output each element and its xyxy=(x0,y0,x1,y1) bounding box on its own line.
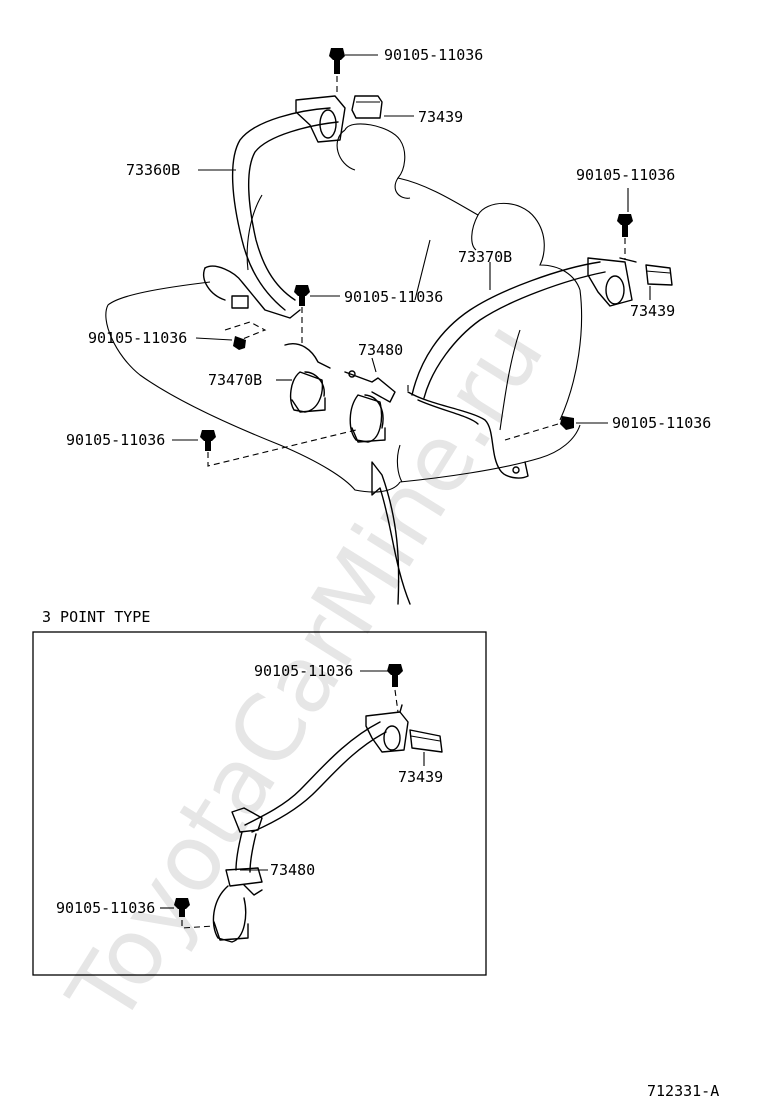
inset-pad-73439 xyxy=(409,729,443,753)
buckle-73480 xyxy=(344,370,396,443)
inset-retractor xyxy=(365,704,409,753)
bolt-icon xyxy=(294,285,310,306)
label-bolt-left-low: 90105-11036 xyxy=(66,431,165,449)
label-pad-top: 73439 xyxy=(418,108,463,126)
buckle-73470B xyxy=(284,343,331,413)
label-bolt-center: 90105-11036 xyxy=(344,288,443,306)
inset-dashed-guides xyxy=(181,689,399,929)
bolt-icon xyxy=(617,214,633,237)
belt-73370B xyxy=(407,257,637,479)
diagram-id: 712331-A xyxy=(647,1082,719,1100)
pad-73439-right xyxy=(645,264,673,286)
bolt-icon xyxy=(560,416,574,430)
label-inset-bolt-low: 90105-11036 xyxy=(56,899,155,917)
inset-frame xyxy=(32,631,487,976)
pointer-arrow xyxy=(371,461,411,605)
leader-lines xyxy=(172,54,651,441)
bolt-icon xyxy=(233,336,246,350)
bolt-icon xyxy=(329,48,345,74)
label-inset-bolt-top: 90105-11036 xyxy=(254,662,353,680)
label-inset-buckle: 73480 xyxy=(270,861,315,879)
rear-seat-outline xyxy=(105,123,583,493)
bolt-icon xyxy=(200,430,216,451)
label-buckle-73470B: 73470B xyxy=(208,371,262,389)
pad-73439-top xyxy=(351,95,383,119)
bolt-icon xyxy=(387,664,403,687)
dashed-guides xyxy=(207,76,626,467)
callout-labels: 90105-11036 73439 73360B 90105-11036 733… xyxy=(66,46,711,449)
bolt-icon xyxy=(174,898,190,917)
label-buckle-73480: 73480 xyxy=(358,341,403,359)
inset-belt xyxy=(212,721,387,943)
inset-leader-lines xyxy=(160,670,425,909)
label-bolt-top: 90105-11036 xyxy=(384,46,483,64)
label-bolt-left-mid: 90105-11036 xyxy=(88,329,187,347)
label-bolt-right-top: 90105-11036 xyxy=(576,166,675,184)
label-pad-right: 73439 xyxy=(630,302,675,320)
belt-73360B xyxy=(203,95,346,319)
label-belt-73360B: 73360B xyxy=(126,161,180,179)
label-inset-pad: 73439 xyxy=(398,768,443,786)
label-bolt-right-low: 90105-11036 xyxy=(612,414,711,432)
label-belt-73370B: 73370B xyxy=(458,248,512,266)
inset-title: 3 POINT TYPE xyxy=(42,608,150,626)
inset-labels: 90105-11036 73439 73480 90105-11036 xyxy=(56,662,443,917)
